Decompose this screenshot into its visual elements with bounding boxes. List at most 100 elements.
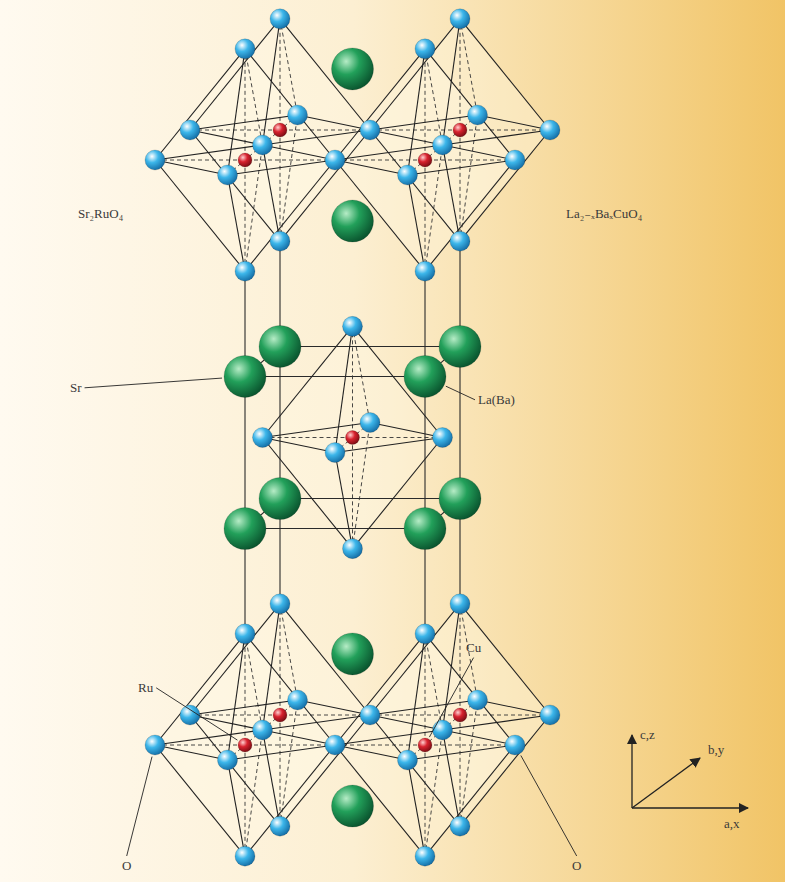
axis-arrow: [632, 807, 748, 808]
oxygen-atom: [360, 705, 380, 725]
oxygen-atom: [433, 135, 453, 155]
leader-line: [156, 688, 237, 740]
octahedron-edge: [335, 160, 408, 175]
oxygen-atom: [270, 9, 290, 29]
atom-label: Sr: [70, 380, 82, 396]
oxygen-atom: [505, 735, 525, 755]
oxygen-atom: [235, 261, 255, 281]
octahedron-edge: [190, 715, 280, 826]
octahedron-face: [228, 49, 336, 175]
octahedron-edge: [263, 730, 281, 826]
octahedron-face: [443, 604, 551, 730]
compound-label: La₂₋ₓBaₓCuO₄: [566, 206, 642, 222]
oxygen-atom: [325, 735, 345, 755]
octahedron-face: [155, 160, 245, 271]
octahedron-edge: [190, 130, 280, 241]
unit-cell-edge: [459, 241, 460, 604]
metal-atom: [453, 123, 467, 137]
leader-line: [429, 658, 473, 738]
oxygen-atom: [270, 816, 290, 836]
unit-cell-edge: [244, 271, 245, 634]
oxygen-atom: [468, 105, 488, 125]
oxygen-atom: [343, 316, 363, 336]
oxygen-atom: [218, 165, 238, 185]
octahedron-edge: [190, 715, 263, 730]
octahedron-edge: [245, 160, 335, 271]
metal-atom: [273, 708, 287, 722]
oxygen-atom: [415, 39, 435, 59]
metal-atom: [273, 123, 287, 137]
octahedron-face: [228, 634, 336, 760]
cation-atom: [332, 48, 374, 90]
oxygen-atom: [325, 150, 345, 170]
octahedron-edge: [245, 634, 335, 745]
octahedron-edge: [460, 715, 550, 826]
oxygen-atom: [398, 750, 418, 770]
octahedron-hidden-edge: [245, 49, 263, 145]
octahedron-edge: [408, 760, 426, 856]
octahedron-hidden-edge: [280, 604, 298, 700]
octahedron-hidden-edge: [425, 49, 443, 145]
metal-atom: [238, 738, 252, 752]
octahedron-face: [408, 160, 516, 271]
octahedron-edge: [263, 730, 336, 745]
octahedron-edge: [460, 604, 550, 715]
cation-atom: [259, 325, 301, 367]
oxygen-atom: [360, 120, 380, 140]
leader-line: [127, 757, 152, 856]
octahedron-edge: [155, 160, 245, 271]
atom-label: Cu: [466, 640, 481, 656]
cation-atom: [404, 508, 446, 550]
octahedron-edge: [425, 160, 515, 271]
octahedron-hidden-edge: [245, 634, 263, 730]
oxygen-atom: [218, 750, 238, 770]
unit-cell-edge: [424, 271, 425, 634]
octahedron-edge: [263, 145, 336, 160]
octahedron-edge: [370, 130, 460, 241]
cation-atom: [332, 633, 374, 675]
metal-atom: [238, 153, 252, 167]
octahedron-edge: [460, 19, 550, 130]
oxygen-atom: [343, 539, 363, 559]
octahedron-hidden-edge: [280, 19, 298, 115]
oxygen-atom: [505, 150, 525, 170]
unit-cell-edge: [245, 528, 425, 529]
oxygen-atom: [540, 705, 560, 725]
oxygen-atom: [180, 705, 200, 725]
axis-label: c,z: [640, 727, 655, 743]
oxygen-atom: [235, 846, 255, 866]
octahedron-edge: [443, 730, 516, 745]
leader-line: [521, 755, 577, 856]
octahedron-edge: [370, 715, 443, 730]
octahedron-face: [443, 19, 551, 145]
oxygen-atom: [360, 413, 380, 433]
cation-atom: [224, 355, 266, 397]
oxygen-atom: [450, 816, 470, 836]
oxygen-atom: [415, 261, 435, 281]
oxygen-atom: [253, 720, 273, 740]
octahedron-hidden-edge: [460, 19, 478, 115]
oxygen-atom: [270, 231, 290, 251]
octahedron-edge: [335, 453, 353, 549]
octahedron-edge: [443, 145, 516, 160]
octahedron-edge: [443, 145, 461, 241]
compound-label: Sr₂RuO₄: [78, 206, 123, 222]
metal-atom: [346, 431, 360, 445]
octahedron-face: [228, 745, 336, 856]
oxygen-atom: [450, 231, 470, 251]
metal-atom: [418, 738, 432, 752]
oxygen-atom: [325, 443, 345, 463]
oxygen-atom: [235, 39, 255, 59]
oxygen-atom: [415, 624, 435, 644]
oxygen-atom: [235, 624, 255, 644]
octahedron-edge: [370, 715, 460, 826]
octahedron-edge: [370, 130, 443, 145]
oxygen-atom: [270, 594, 290, 614]
octahedron-face: [408, 49, 516, 175]
octahedron-hidden-edge: [353, 326, 371, 422]
metal-atom: [418, 153, 432, 167]
oxygen-atom: [253, 135, 273, 155]
leader-line: [85, 378, 222, 388]
cation-atom: [332, 785, 374, 827]
octahedron-edge: [443, 730, 461, 826]
